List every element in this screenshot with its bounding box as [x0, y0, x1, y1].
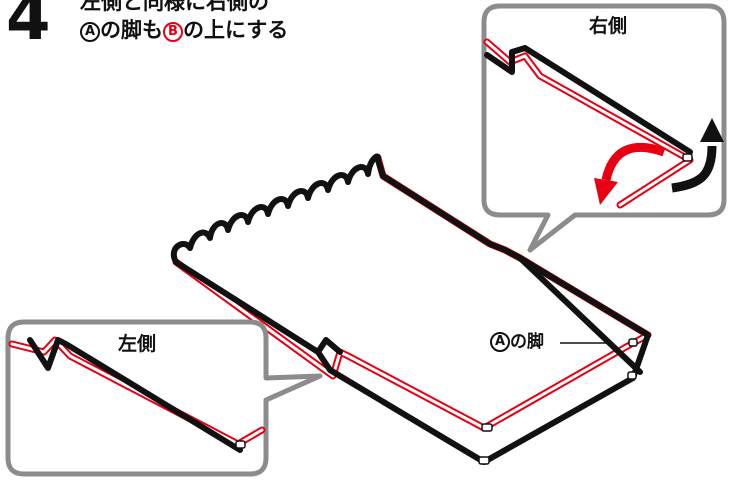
black-curved-arrow: [671, 145, 717, 193]
badge-a: A: [80, 22, 100, 42]
red-curved-arrow: [601, 142, 666, 182]
leg-text: の脚: [510, 332, 544, 352]
left-inset: [5, 319, 323, 477]
instruction-end: の上にする: [183, 18, 289, 42]
frame-joints: [478, 338, 638, 465]
left-side-label: 左側: [118, 333, 157, 355]
instruction-line-1: 左側と同様に右側の: [80, 0, 269, 14]
badge-b: B: [163, 22, 183, 42]
step-number: 4: [6, 0, 51, 55]
leg-badge-a: A: [490, 332, 510, 352]
right-inset: [481, 3, 727, 253]
right-side-label: 右側: [589, 15, 628, 37]
instruction-mid: の脚も: [100, 18, 163, 42]
